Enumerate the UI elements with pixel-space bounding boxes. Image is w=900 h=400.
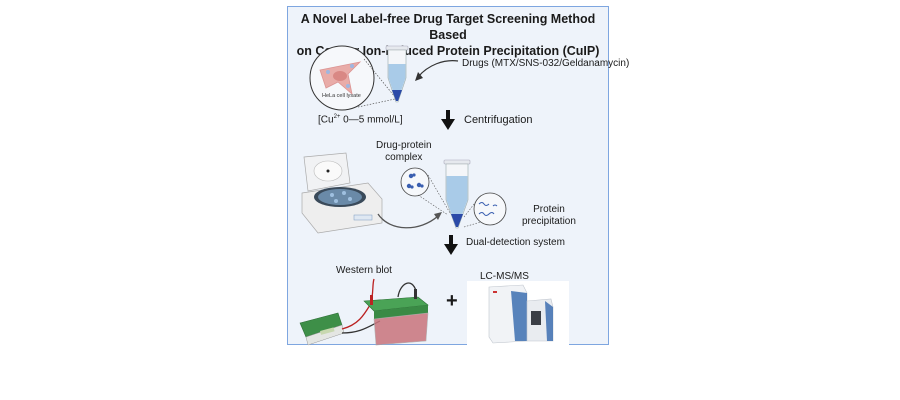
drug-arrow-icon xyxy=(415,60,459,81)
drug-protein-complex-icon xyxy=(400,167,430,197)
complex-line-2: complex xyxy=(385,152,423,163)
transfer-arrow-icon xyxy=(377,212,442,229)
copper-superscript: 2+ xyxy=(333,114,341,120)
diagram-title: A Novel Label-free Drug Target Screening… xyxy=(288,11,608,59)
lc-ms-ms-instrument-icon xyxy=(467,281,569,345)
copper-prefix: [Cu xyxy=(318,114,334,126)
dual-detection-label: Dual-detection system xyxy=(466,237,565,248)
western-blot-label: Western blot xyxy=(336,265,392,276)
copper-concentration-label: [Cu2+ 0—5 mmol/L] xyxy=(318,114,403,125)
tube-icon-1 xyxy=(385,45,409,103)
diagram-panel: A Novel Label-free Drug Target Screening… xyxy=(287,6,629,346)
precip-line-1: Protein xyxy=(533,204,565,215)
title-line-1: A Novel Label-free Drug Target Screening… xyxy=(300,12,596,42)
hela-cell-label: HeLa cell lysate xyxy=(322,93,361,99)
down-arrow-icon-2 xyxy=(444,235,458,255)
protein-precipitation-icon xyxy=(473,192,507,226)
protein-precipitation-label: Protein precipitation xyxy=(522,204,576,228)
zoom-lines-1 xyxy=(357,58,396,108)
drug-protein-complex-label: Drug-protein complex xyxy=(376,140,432,164)
plus-sign: + xyxy=(446,290,458,312)
precip-line-2: precipitation xyxy=(522,216,576,227)
drugs-label: Drugs (MTX/SNS-032/Geldanamycin) xyxy=(462,58,630,69)
centrifuge-icon xyxy=(301,152,383,234)
title-line-2: on Copper Ion-induced Protein Precipitat… xyxy=(296,44,600,58)
centrifugation-label: Centrifugation xyxy=(464,114,533,126)
copper-suffix: 0—5 mmol/L] xyxy=(340,114,403,126)
lcms-label: LC-MS/MS xyxy=(480,271,529,282)
complex-line-1: Drug-protein xyxy=(376,140,432,151)
tube-icon-2 xyxy=(443,159,471,229)
hela-cell-icon xyxy=(309,45,375,111)
down-arrow-icon-1 xyxy=(441,110,455,130)
western-blot-apparatus-icon xyxy=(299,278,429,346)
